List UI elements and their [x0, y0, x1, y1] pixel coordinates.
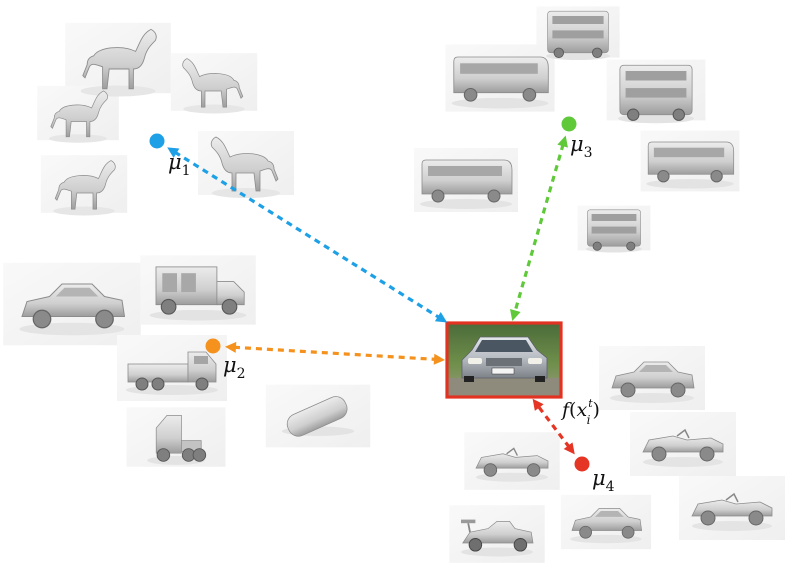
edge-mu4-query [532, 398, 575, 455]
arrowhead [510, 308, 521, 322]
node-mu2 [205, 338, 221, 354]
label-subscript: 3 [584, 145, 593, 161]
bus-model-icon [451, 56, 549, 109]
label-symbol: μ [570, 132, 584, 156]
double-decker-bus-model-icon [545, 10, 611, 61]
arrowhead [563, 442, 575, 455]
node-mu1 [149, 133, 165, 149]
double-decker-bus-model-icon [585, 209, 643, 253]
query-photo-road [447, 378, 561, 397]
car-photo-icon [461, 336, 548, 382]
arrowhead [532, 398, 544, 411]
label-subscript: 2 [237, 366, 246, 382]
label-symbol: μ [223, 353, 237, 377]
arrowhead [433, 353, 446, 365]
label-mu4: μ4 [592, 466, 615, 495]
label-symbol: μ [592, 466, 606, 490]
label-subscript: 1 [182, 163, 191, 179]
label-mu2: μ2 [223, 353, 246, 382]
arrowhead [434, 311, 448, 323]
edge-mu1-query [167, 147, 448, 323]
bus-model-icon [419, 159, 513, 210]
double-decker-bus-model-icon [617, 64, 695, 124]
edge-mu3-query [510, 135, 568, 322]
arrowhead [557, 135, 568, 148]
label-subscript: 4 [606, 479, 615, 495]
label-symbol: μ [168, 150, 182, 174]
edge-mu2-query [224, 341, 446, 365]
query-frame [445, 321, 563, 399]
label-mu3: μ3 [570, 132, 593, 161]
label-mu1: μ1 [168, 150, 191, 179]
edges [167, 135, 575, 455]
node-mu3 [561, 116, 577, 132]
coach-bus-model-icon [645, 141, 735, 190]
query-image [445, 321, 563, 399]
arrowhead [167, 147, 180, 158]
node-mu4 [574, 456, 590, 472]
arrowhead [224, 341, 237, 353]
